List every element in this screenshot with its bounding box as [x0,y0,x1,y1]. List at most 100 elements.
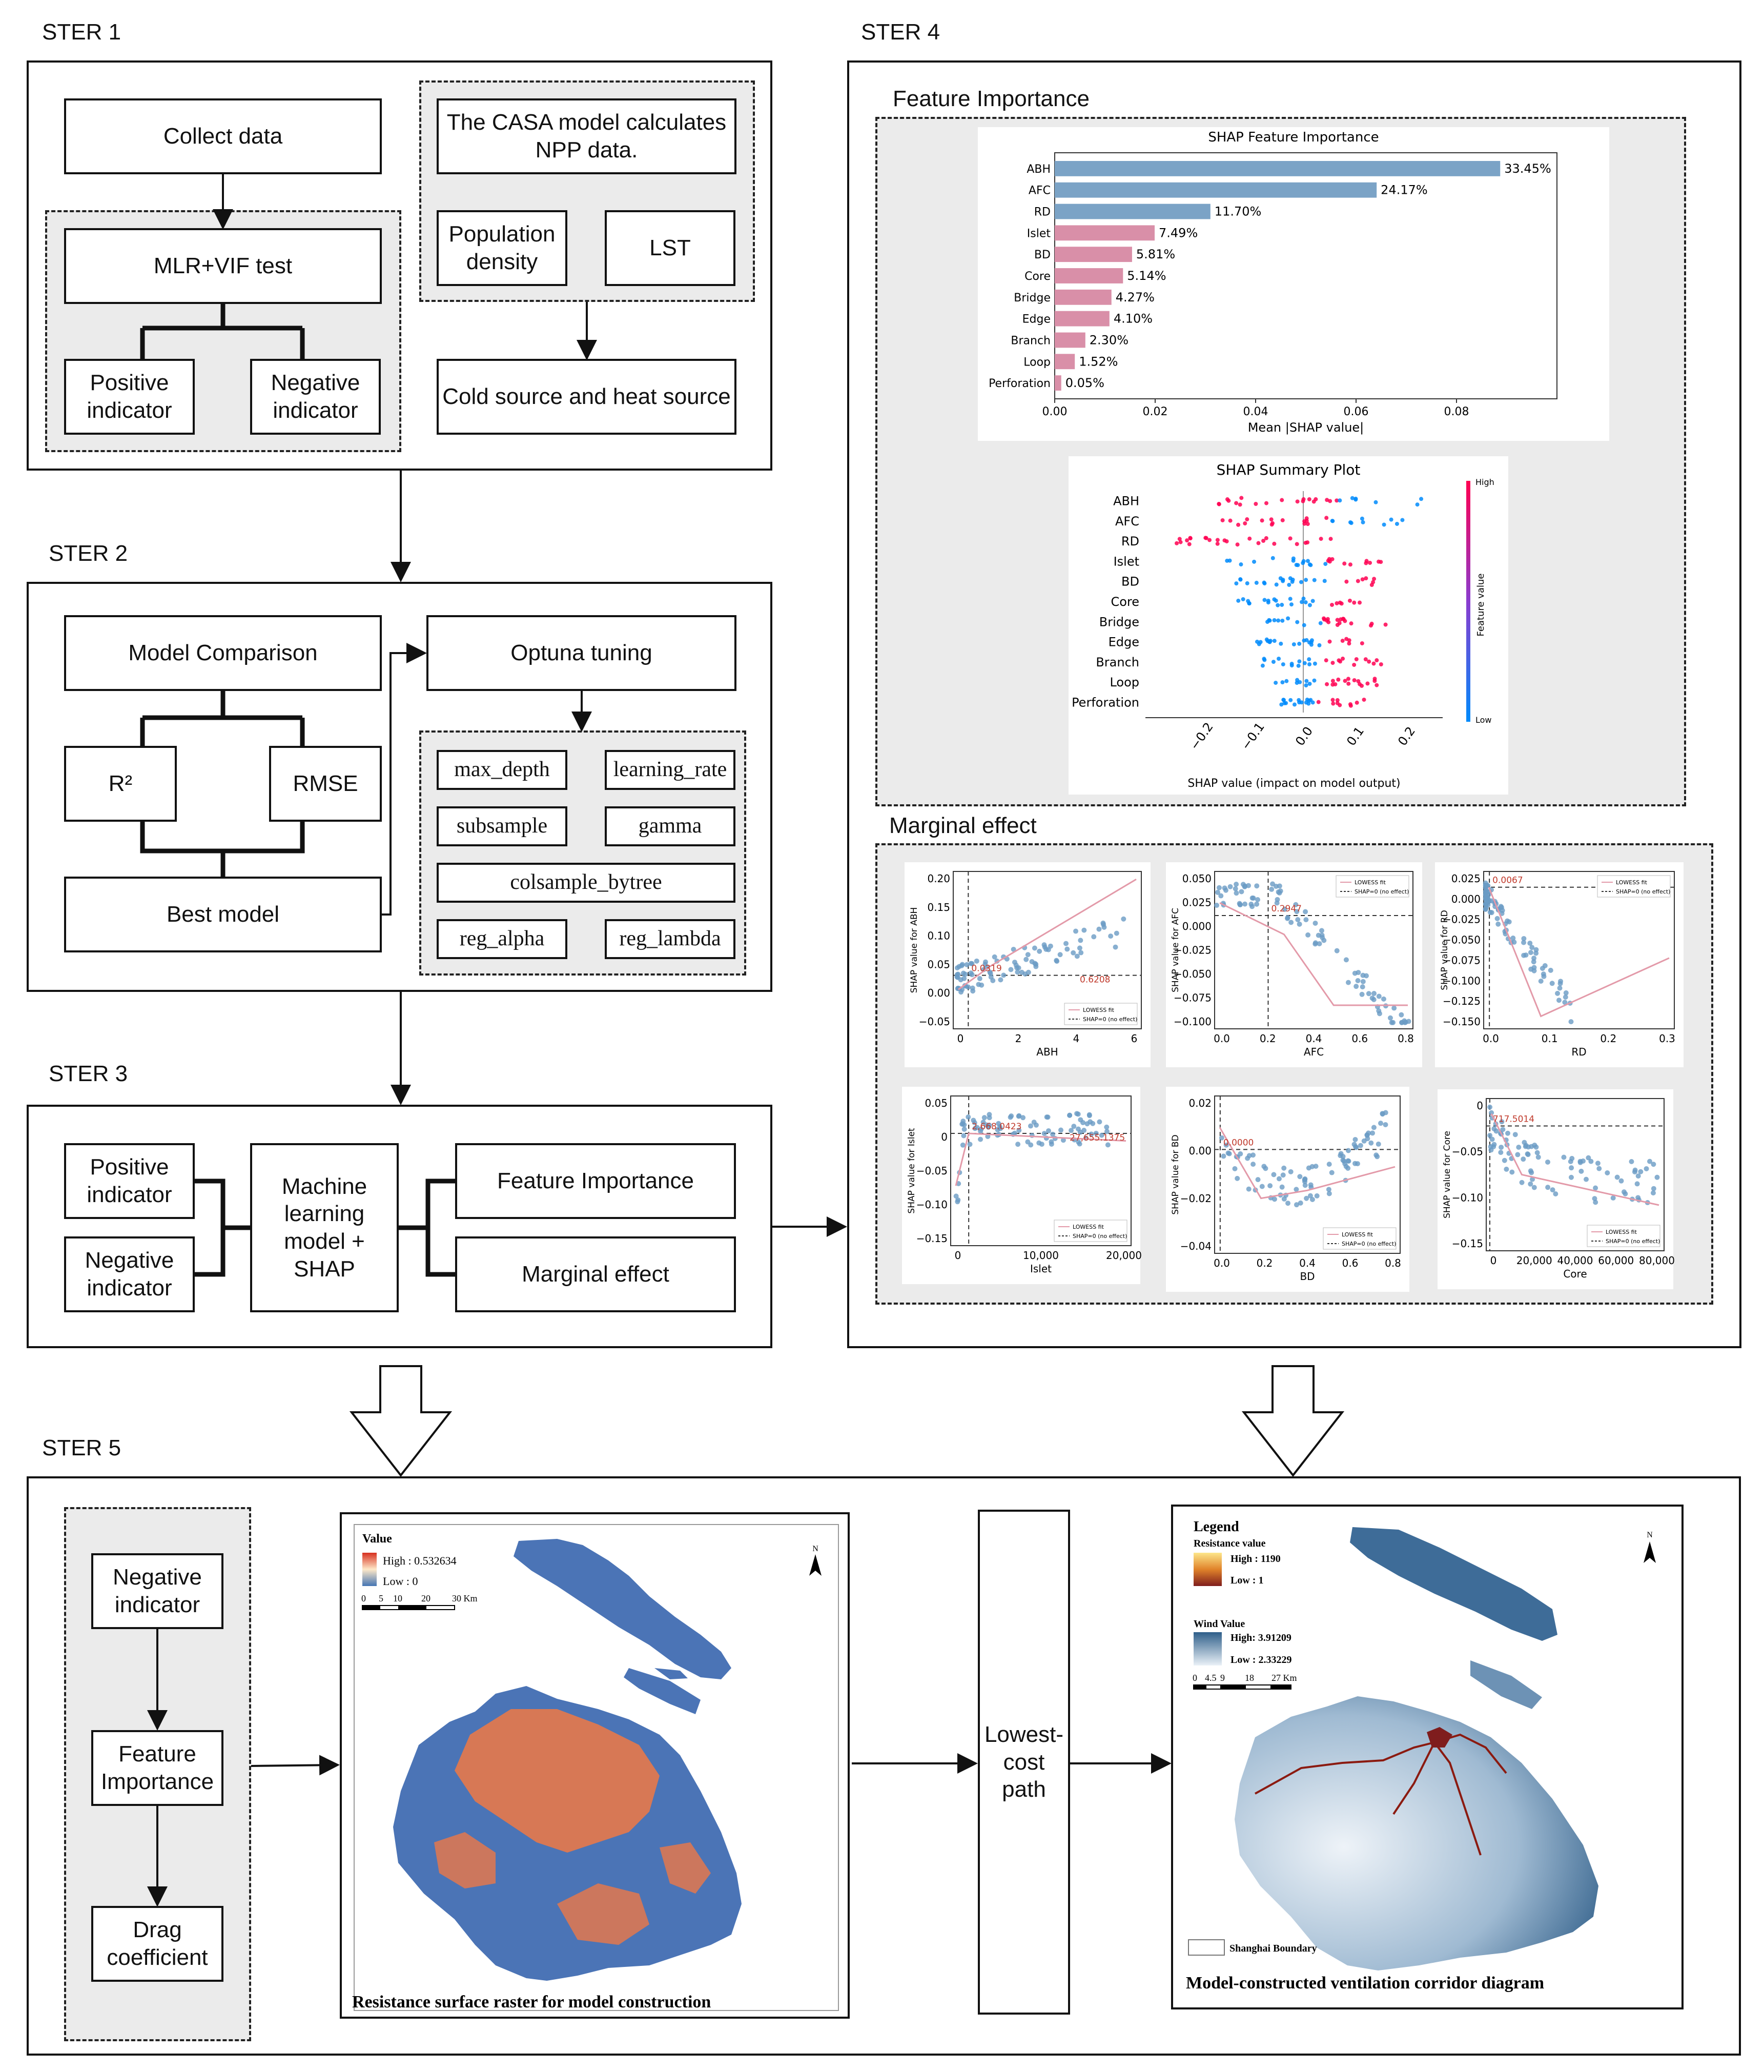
summary-dot [1415,502,1420,507]
marginal-point [1512,1132,1518,1137]
map2-wind-ramp [1194,1632,1222,1665]
svg-text:0: 0 [1193,1673,1197,1683]
marginal-point [968,970,974,976]
marginal-point [1614,1174,1620,1180]
marginal-point [1555,990,1561,996]
marginal-point [1101,924,1107,930]
summary-dot [1369,621,1374,626]
marginal-point [1097,1119,1102,1125]
summary-dot [1331,701,1336,706]
summary-dot [1267,639,1271,644]
marginal-ylabel-rd: SHAP value for RD [1440,910,1450,990]
marginal-point [1259,1184,1265,1189]
marginal-xtick-core: 40,000 [1557,1254,1593,1267]
summary-dot [1262,657,1266,661]
summary-dot [1276,618,1281,623]
summary-dot [1307,497,1311,501]
r2-box: R² [64,746,177,822]
marginal-scatter-afc [1214,881,1411,1025]
summary-dots-islet [1225,556,1383,567]
summary-dot [1279,702,1284,707]
marginal-xtick-abh: 0 [957,1032,964,1045]
marginal-ylabel-bd: SHAP value for BD [1171,1134,1181,1214]
marginal-point [985,1133,991,1139]
marginal-point [1581,1158,1586,1164]
summary-dot [1335,601,1339,605]
summary-dot [1344,579,1349,584]
param-reg-alpha: reg_alpha [437,919,567,959]
summary-dot [1310,599,1315,603]
marginal-point [1009,1113,1014,1119]
summary-dot [1295,499,1300,504]
summary-dot [1335,618,1340,622]
marginal-point [970,988,976,994]
marginal-point [1515,1152,1521,1157]
summary-dot [1228,518,1233,523]
marginal-point [1345,980,1351,985]
marginal-point [1376,1141,1381,1147]
marginal-point [979,982,984,988]
marginal-point [1032,945,1037,951]
summary-dot [1367,659,1371,664]
marginal-legend-zero-islet: SHAP=0 (no effect) [1073,1233,1127,1240]
summary-label-branch: Branch [1096,655,1139,669]
marginal-point [1499,905,1505,910]
model-comparison-box: Model Comparison [64,615,382,691]
marginal-point [1351,1142,1357,1147]
cold-heat-source-box: Cold source and heat source [437,359,736,435]
marginal-xtick-core: 0 [1490,1254,1497,1267]
marginal-xtick-rd: 0.3 [1659,1032,1675,1045]
summary-dot [1241,597,1245,601]
marginal-point [1644,1166,1649,1171]
marginal-point [1073,928,1079,934]
marginal-point [1064,946,1070,952]
marginal-ytick-islet: −0.10 [916,1198,948,1211]
summary-dot [1274,582,1279,587]
marginal-point [1316,932,1321,938]
marginal-point [1593,1185,1598,1191]
marginal-point [1516,1145,1522,1150]
marginal-point [1528,1181,1533,1187]
summary-label-perforation: Perforation [1072,695,1139,709]
marginal-legend-rd [1597,875,1671,898]
marginal-point [962,971,968,977]
marginal-point [1261,1164,1267,1169]
map2-boundary-label: Shanghai Boundary [1229,1943,1317,1954]
marginal-axes-bd [1214,1095,1401,1254]
marginal-ylabel-abh: SHAP value for ABH [909,907,919,993]
summary-dots-branch [1260,656,1383,668]
marginal-ytick-core: 0 [1476,1100,1483,1112]
summary-dot [1318,621,1323,625]
summary-dot [1314,497,1318,501]
marginal-point [1561,1154,1567,1160]
bar-xtick-label: 0.04 [1243,405,1268,418]
marginal-point [1377,1011,1382,1017]
marginal-point [1069,1128,1074,1133]
marginal-point [1104,1124,1110,1130]
summary-dot [1350,496,1355,500]
step3-positive-indicator-box: Positive indicator [64,1143,195,1219]
marginal-xtick-bd: 0.6 [1342,1257,1359,1269]
summary-dot [1379,662,1383,666]
marginal-point [1483,895,1488,901]
summary-dot [1328,499,1332,503]
marginal-point [1355,978,1361,984]
marginal-point [1237,902,1243,907]
marginal-point [1363,973,1369,979]
marginal-point [1036,1140,1042,1146]
marginal-point [1343,957,1349,963]
marginal-point [1346,1159,1351,1164]
summary-dot [1269,517,1274,522]
marginal-scatter-rd [1483,880,1574,1025]
summary-dot [1304,519,1309,523]
marginal-point [1309,1164,1315,1169]
marginal-point [1223,887,1228,893]
summary-dot [1217,502,1221,506]
marginal-ytick-afc: 0.000 [1182,920,1212,932]
summary-dot [1279,641,1283,646]
map2-wind-low: Low : 2.33229 [1230,1654,1291,1665]
bar-label-bridge: Bridge [1014,292,1051,304]
resistance-map-panel: Value [340,1512,850,2019]
